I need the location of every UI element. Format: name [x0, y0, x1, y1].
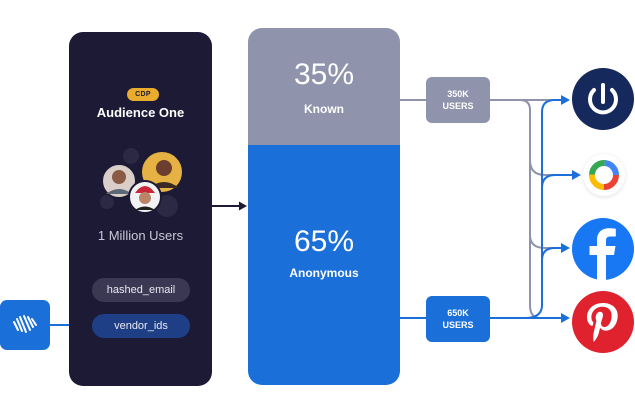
known-users-count: 350K [447, 89, 469, 99]
destination-google [583, 154, 625, 196]
pinterest-icon [587, 303, 618, 342]
destination-pinterest [572, 291, 634, 353]
known-percent: 35% [293, 58, 355, 91]
avatar-cluster [100, 148, 184, 217]
wave-signal-icon [13, 315, 37, 333]
identifier-pill-vendor-ids: vendor_ids [92, 314, 190, 338]
anonymous-label: Anonymous [289, 266, 359, 280]
anonymous-segment: 65% Anonymous [248, 145, 400, 385]
known-users-unit: USERS [442, 101, 474, 111]
avatar [128, 180, 162, 214]
known-users-tag: 350K USERS [426, 77, 490, 123]
source-app-icon [0, 300, 50, 350]
anonymous-users-tag: 650K USERS [426, 296, 490, 342]
known-segment: 35% Known [248, 28, 400, 145]
anonymous-users-unit: USERS [442, 320, 474, 330]
destination-power [572, 68, 634, 130]
audience-user-count: 1 Million Users [97, 228, 184, 243]
identifier-pill-hashed-email: hashed_email [92, 278, 190, 302]
avatar [101, 163, 137, 199]
known-label: Known [304, 102, 344, 116]
anonymous-users-count: 650K [447, 308, 469, 318]
audience-title: Audience One [96, 105, 185, 120]
power-icon [588, 83, 618, 115]
anonymous-percent: 65% [293, 225, 355, 258]
destination-facebook [572, 218, 634, 280]
segment-card: 35% Known 65% Anonymous [248, 28, 400, 385]
cdp-badge: CDP [127, 88, 159, 101]
facebook-icon [589, 228, 616, 280]
google-icon [589, 160, 619, 190]
